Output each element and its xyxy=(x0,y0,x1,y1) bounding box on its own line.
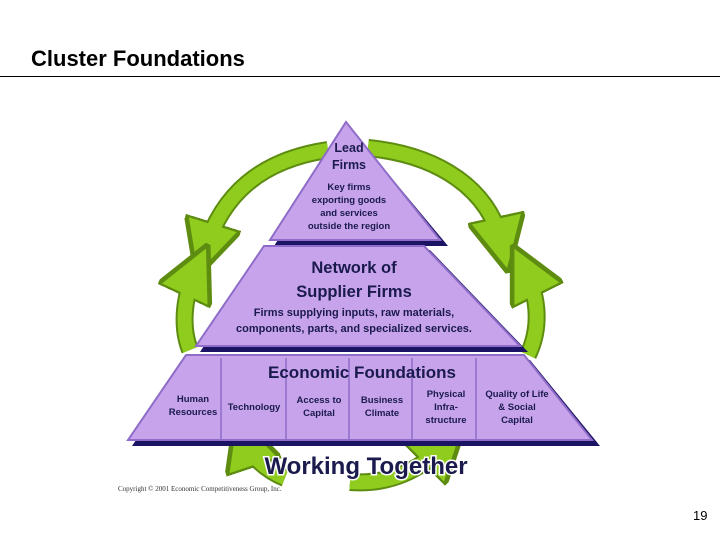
col-human-resources-2: Resources xyxy=(169,407,218,418)
supplier-network-tier xyxy=(194,245,528,352)
col-quality-of-life-3: Capital xyxy=(501,415,533,426)
col-quality-of-life-2: & Social xyxy=(498,402,536,413)
col-access-capital-2: Capital xyxy=(303,408,335,419)
title-divider xyxy=(0,76,720,77)
copyright-notice: Copyright © 2001 Economic Competitivenes… xyxy=(118,485,282,493)
col-access-capital-1: Access to xyxy=(297,395,342,406)
lead-firms-desc-4: outside the region xyxy=(308,221,391,232)
col-business-climate-2: Climate xyxy=(365,408,399,419)
economic-foundations-tier xyxy=(126,354,600,446)
page-number: 19 xyxy=(693,508,708,523)
cycle-arrows xyxy=(185,139,537,492)
col-physical-infra-2: Infra- xyxy=(434,402,458,413)
network-title-2: Supplier Firms xyxy=(296,283,412,301)
lead-firms-title-2: Firms xyxy=(332,158,366,172)
col-physical-infra-3: structure xyxy=(425,415,466,426)
economic-foundations-title: Economic Foundations xyxy=(268,363,456,382)
col-quality-of-life-1: Quality of Life xyxy=(485,389,548,400)
working-together-banner: Working Together xyxy=(264,453,467,480)
lead-firms-title-1: Lead xyxy=(334,141,363,155)
network-desc-1: Firms supplying inputs, raw materials, xyxy=(254,307,455,319)
lead-firms-tier xyxy=(268,120,448,246)
col-physical-infra-1: Physical xyxy=(427,389,466,400)
lead-firms-desc-3: and services xyxy=(320,208,378,219)
col-human-resources-1: Human xyxy=(177,394,209,405)
slide-title: Cluster Foundations xyxy=(31,46,245,71)
lead-firms-desc-2: exporting goods xyxy=(312,195,386,206)
col-business-climate-1: Business xyxy=(361,395,403,406)
lead-firms-desc-1: Key firms xyxy=(327,182,370,193)
network-title-1: Network of xyxy=(311,259,397,277)
network-desc-2: components, parts, and specialized servi… xyxy=(236,323,472,335)
col-technology: Technology xyxy=(228,402,281,413)
